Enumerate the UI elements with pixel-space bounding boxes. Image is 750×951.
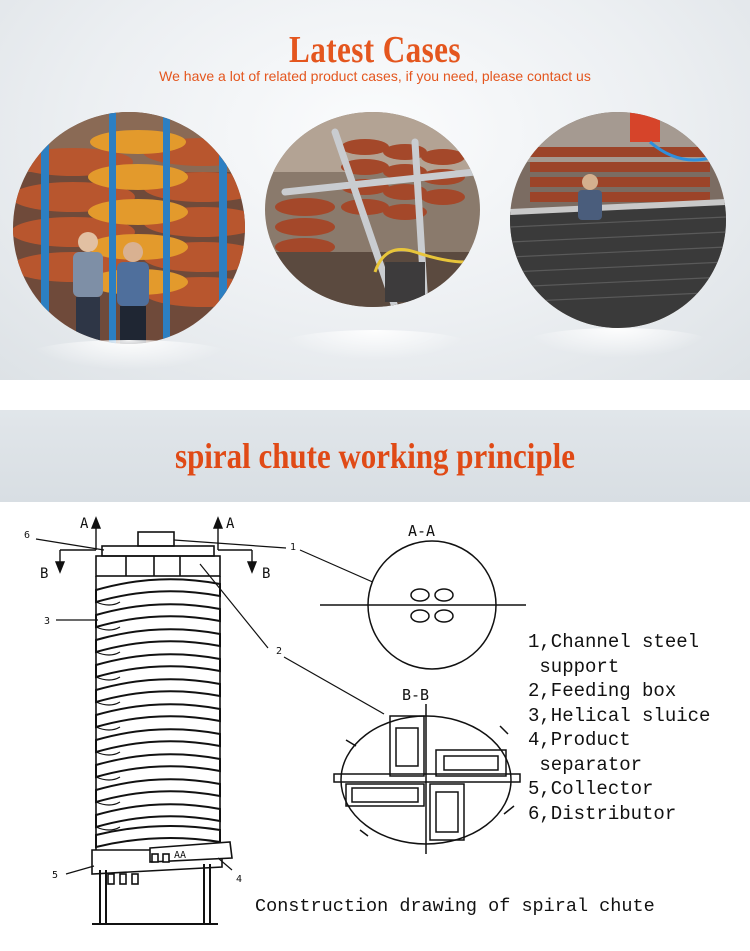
helical-sluice [95,578,221,849]
arrow-label-b-right: B [262,566,270,582]
callout-2: 2 [276,646,282,657]
section-gap [0,380,750,410]
construction-drawing: AA A A B B 6 1 2 3 5 4 [0,502,750,947]
section-bb-label: B-B [402,686,429,704]
latest-cases-section: Latest Cases We have a lot of related pr… [0,0,750,380]
case-photo-2-reflection [280,330,470,360]
legend-item: 2,Feeding box [528,680,677,702]
section-bb-view [333,704,521,854]
product-separator [149,841,233,863]
feeding-box [95,555,221,577]
legend-item: 1,Channel steel [528,631,700,653]
legend-item: 6,Distributor [528,802,677,825]
legend-item: support [528,655,620,678]
principle-title: spiral chute working principle [175,436,575,476]
case-photo-3-reflection [525,328,711,358]
latest-cases-title: Latest Cases [289,29,461,71]
case-photo-2[interactable] [265,112,480,307]
principle-header-band: spiral chute working principle [0,410,750,502]
drawing-caption: Construction drawing of spiral chute [255,896,655,917]
case-photo-1[interactable] [13,112,245,344]
arrow-label-b-left: B [40,566,48,582]
callout-5: 5 [52,870,58,881]
feed-plate [101,545,215,557]
arrow-label-a-left: A [80,516,89,532]
legend-item: 4,Product [528,729,631,751]
section-aa-label: A-A [408,522,435,540]
case-photo-1-reflection [28,340,230,370]
legend-item: separator [528,753,643,776]
callout-6: 6 [24,530,30,541]
callout-3: 3 [44,616,50,627]
section-aa-view [320,540,526,670]
case-photo-3[interactable] [510,112,726,328]
legend-item: 5,Collector [528,778,654,800]
callout-4: 4 [236,874,242,885]
legend-item: 3,Helical sluice [528,704,711,727]
arrow-label-a-right: A [226,516,235,532]
spiral-chute-diagram: AA A A B B 6 1 2 3 5 4 [24,516,526,925]
distributor-top [137,531,175,547]
aa-mark: AA [174,850,186,861]
callout-1: 1 [290,542,296,553]
latest-cases-subtitle: We have a lot of related product cases, … [159,68,591,84]
